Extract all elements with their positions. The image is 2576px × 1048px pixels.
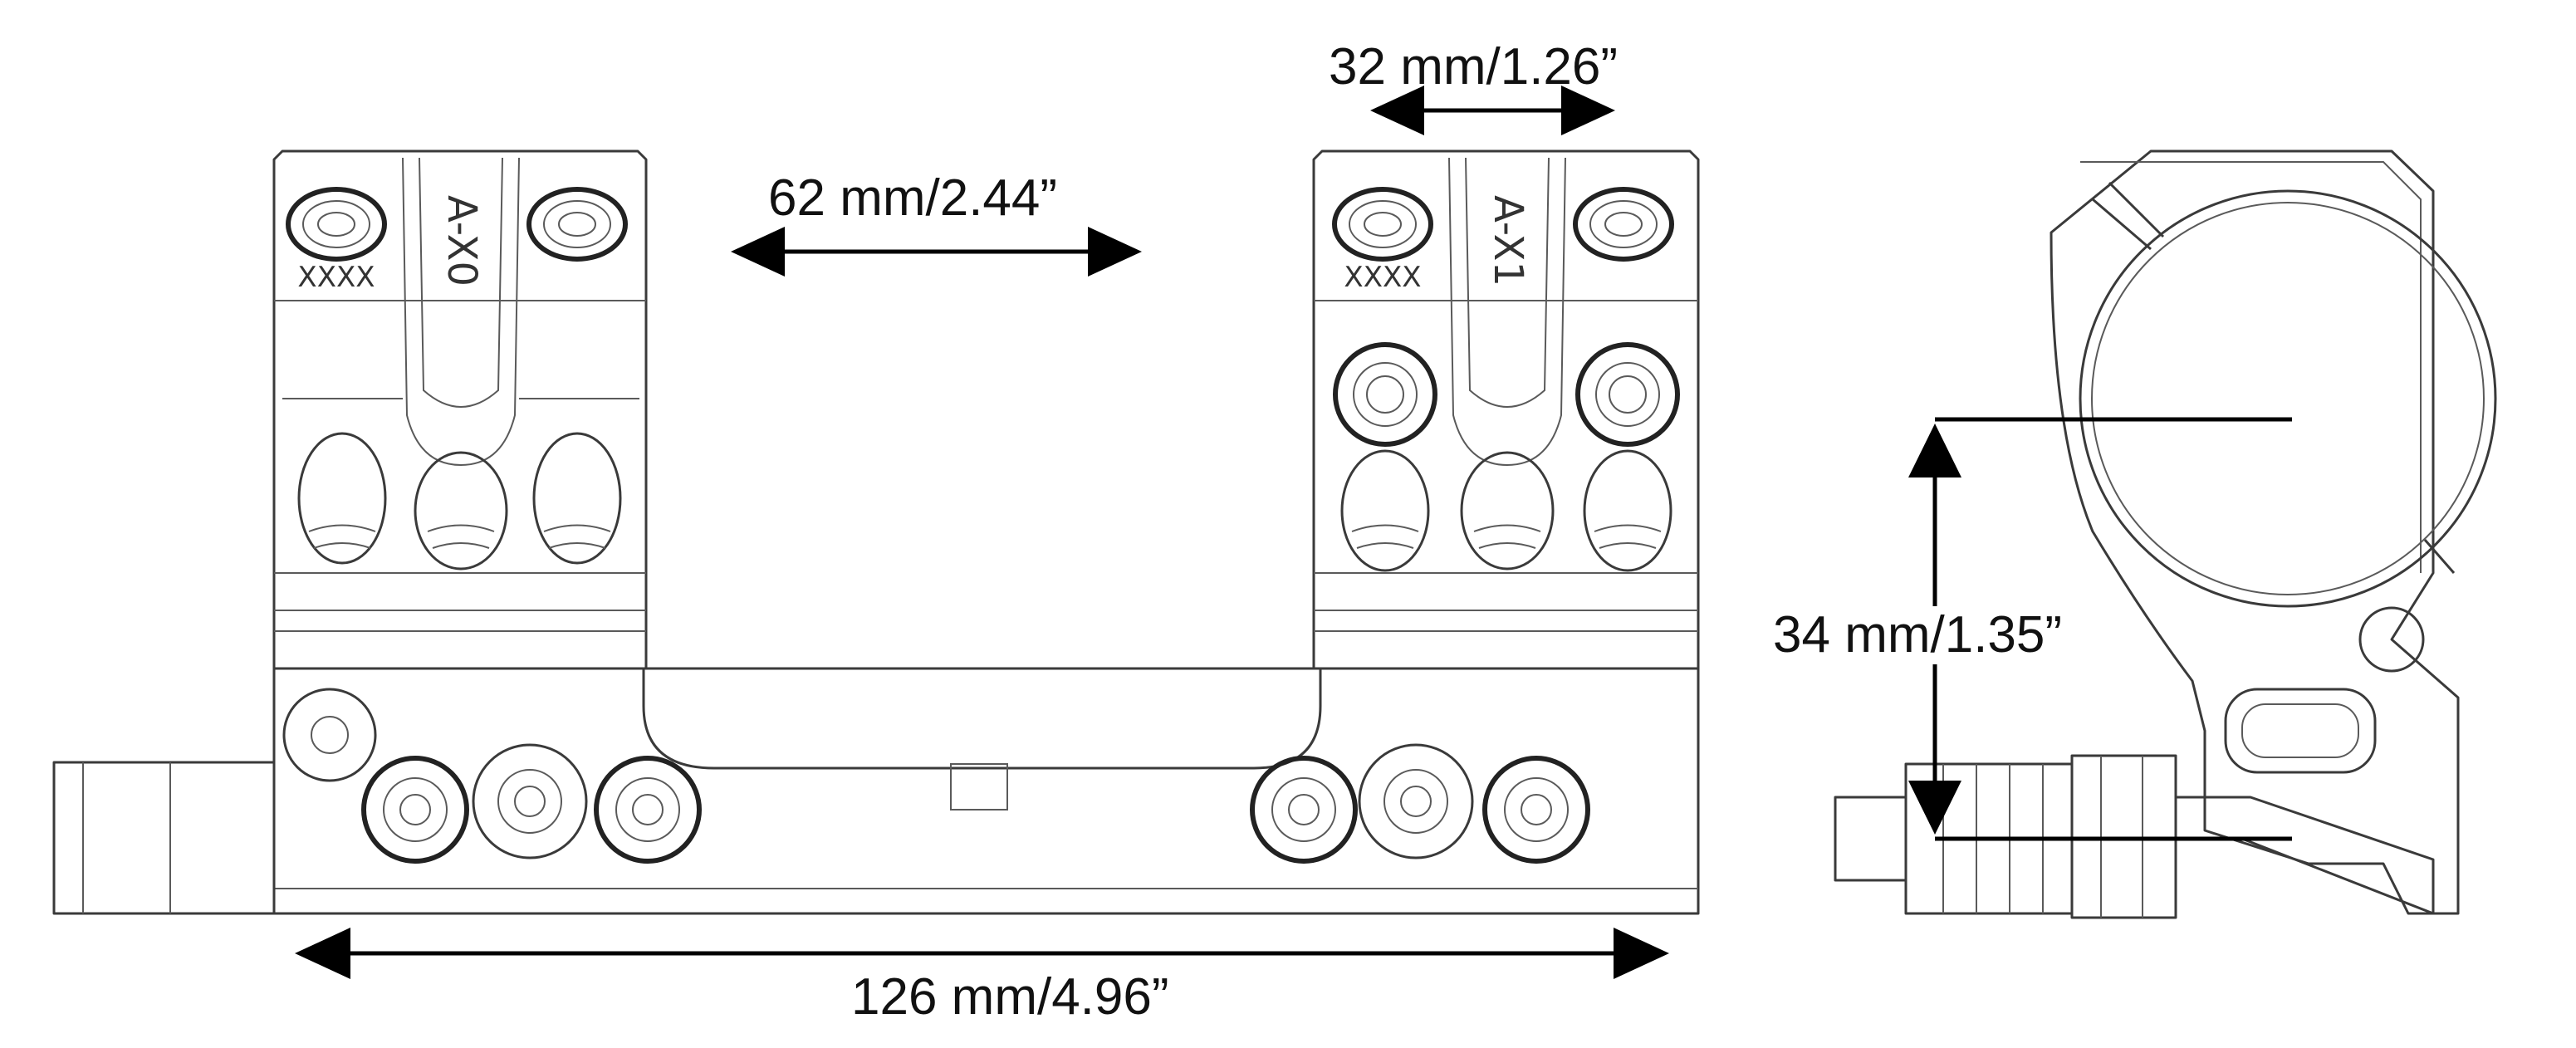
left-serial-engraving: XXXX: [297, 261, 375, 294]
lever-pivot: [282, 688, 377, 782]
dim-ring-width: [1370, 86, 1615, 135]
ring-width-label: 32 mm/1.26”: [1329, 38, 1619, 95]
base-screws-right: [1250, 743, 1590, 864]
dim-overall-length: [295, 928, 1669, 979]
mount-base: [272, 667, 1700, 915]
dim-ring-spacing: [731, 227, 1142, 277]
clamp-knob: [52, 761, 276, 915]
front-ring-right: [1312, 149, 1700, 670]
side-profile: [2050, 149, 2460, 915]
side-slot: [2224, 688, 2377, 774]
center-height-label: 34 mm/1.35”: [1773, 606, 2063, 664]
front-ring-left: [272, 149, 648, 670]
side-pin-hole: [2358, 606, 2425, 673]
left-ring-code-engraving: A-X0: [438, 195, 485, 286]
overall-length-label: 126 mm/4.96”: [851, 968, 1169, 1026]
recoil-lug-slot: [950, 763, 1008, 810]
base-screws-left: [361, 743, 702, 864]
scope-bore: [2079, 189, 2497, 608]
right-ring-code-engraving: A-X1: [1485, 195, 1531, 286]
right-serial-engraving: XXXX: [1344, 261, 1421, 294]
mount-cutout: [642, 668, 1322, 770]
ring-spacing-label: 62 mm/2.44”: [768, 169, 1058, 227]
front-view-mount: XXXX XXXX A-X0 A-X1: [52, 149, 1700, 915]
